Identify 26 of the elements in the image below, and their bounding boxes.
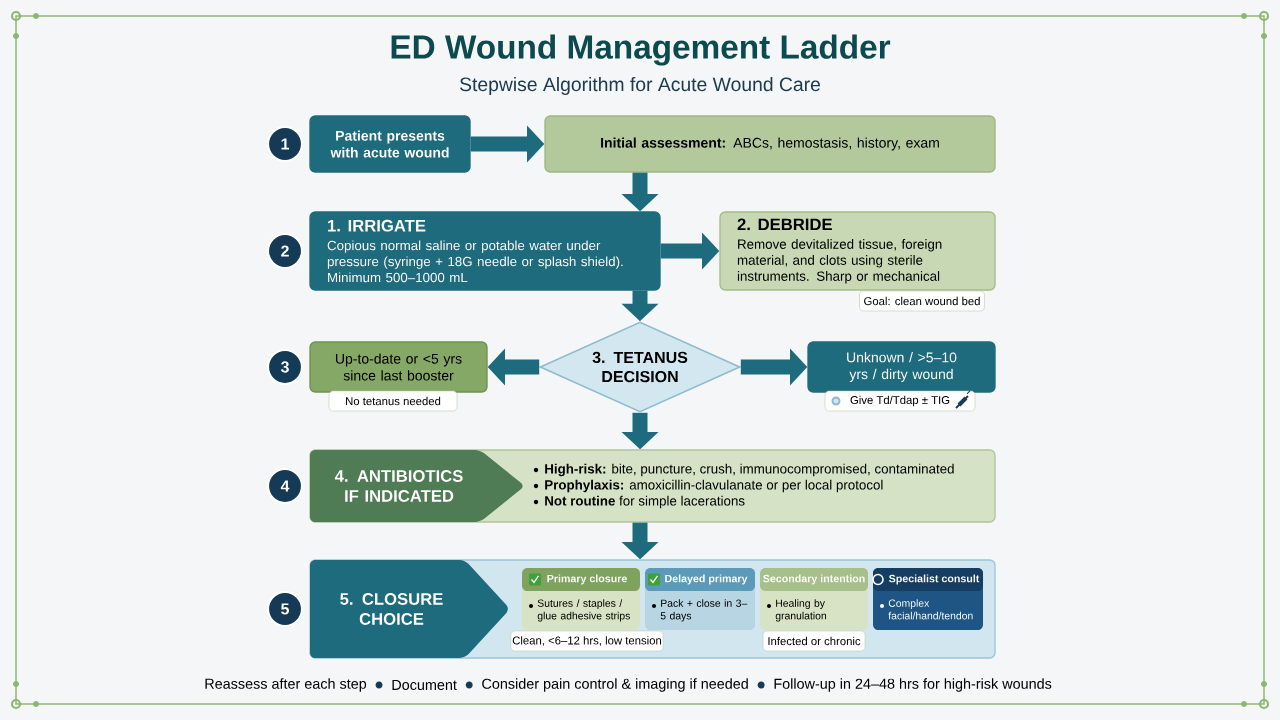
step-box: 1. IRRIGATE Copious normal saline or potable water under pressure (syringe + 18G needle or splash shield). Minimum 500–1000 mL — [309, 211, 661, 291]
step-number: 5 — [266, 590, 304, 628]
option-card: Delayed primary Pack + close in 3–5 days — [645, 568, 755, 630]
step-number: 3 — [266, 348, 304, 386]
option-card: Secondary intention Healing by granulation Infected or chronic — [760, 568, 868, 652]
footer-note: Document — [392, 679, 457, 690]
step-number: 1 — [266, 125, 304, 163]
step-box: 2. DEBRIDE Remove devitalized tissue, foreign material, and clots using sterile instruments. Sharp or mechanical Goal: clean wound bed — [719, 211, 996, 312]
note-tag: Give Td/Tdap ± TIG — [824, 390, 976, 412]
subtitle: Stepwise Algorithm for Acute Wound Care — [460, 77, 820, 95]
outcome-box: Up-to-date or <5 yrs since last booster No tetanus needed — [309, 341, 488, 412]
footer-note: Reassess after each step — [205, 678, 367, 692]
option-card: Specialist consult Complex facial/hand/tendon — [872, 568, 983, 630]
note-tag: No tetanus needed — [328, 390, 458, 412]
note-tag: Infected or chronic — [762, 630, 866, 652]
outcome-box: Unknown / >5–10 yrs / dirty wound Give Td/Tdap ± TIG — [807, 341, 996, 412]
step-number: 4 — [266, 467, 304, 505]
footer-note: Consider pain control & imaging if needed — [482, 678, 748, 692]
note-tag: Goal: clean wound bed — [859, 290, 985, 312]
title: ED Wound Management Ladder — [391, 34, 891, 66]
note-tag: Clean, <6–12 hrs, low tension — [510, 630, 664, 652]
step-box: Patient presents with acute wound — [309, 115, 471, 173]
step-band: 4. ANTIBIOTICS IF INDICATED High-risk: bite, puncture, crush, immunocompromised, contaminated Prophylaxis: amoxicillin-clavulanate or per local protocol Not routine for simple lacerations — [309, 449, 996, 523]
assessment-band: Initial assessment: ABCs, hemostasis, history, exam — [544, 115, 996, 173]
step-number: 2 — [266, 232, 304, 270]
footer-note: Follow-up in 24–48 hrs for high-risk wounds — [774, 678, 1052, 692]
